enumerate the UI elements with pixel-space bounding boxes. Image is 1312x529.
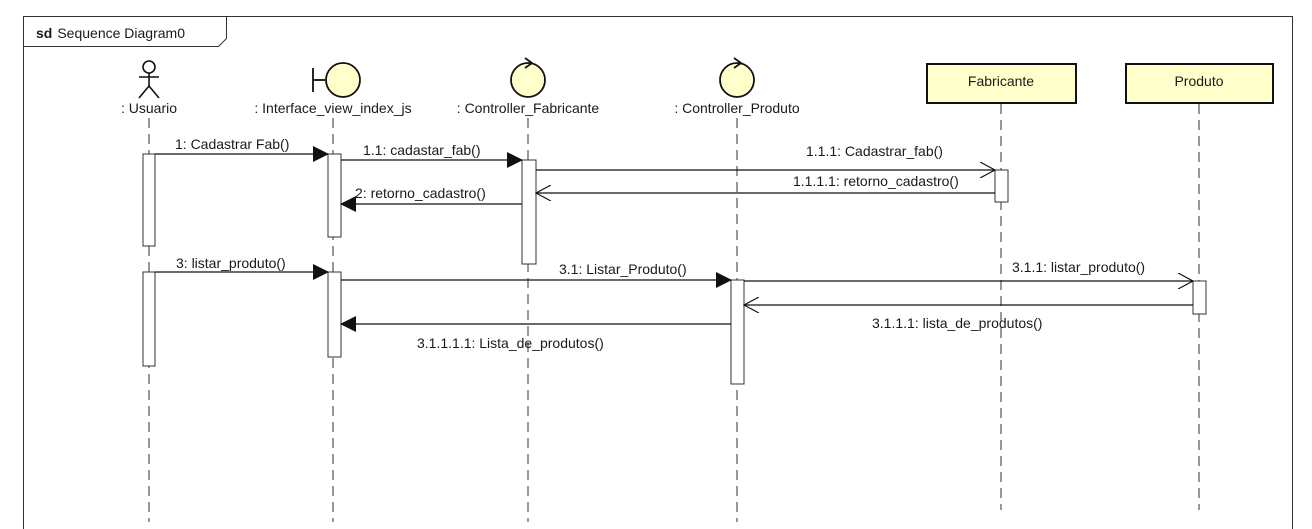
lifeline-label: : Interface_view_index_js (254, 100, 411, 116)
message-label: 1: Cadastrar Fab() (175, 136, 289, 152)
entity-box (1125, 63, 1274, 104)
frame-title: sd Sequence Diagram0 (36, 25, 185, 41)
messages (155, 146, 1193, 332)
activation-bar (1192, 280, 1207, 315)
message-labels: 1: Cadastrar Fab() 1.1: cadastar_fab() 1… (175, 136, 1145, 351)
activation-bar (142, 271, 156, 367)
boundary-icon (312, 62, 361, 98)
entity-box (926, 63, 1077, 104)
lifeline-label: : Usuario (121, 100, 177, 116)
activation-bar (142, 153, 156, 247)
activation-bar (521, 159, 537, 265)
frame-label-pentagon (23, 16, 227, 47)
frame-kind: sd (36, 25, 52, 41)
activation-bar (327, 271, 342, 358)
entity-label: Produto (1174, 73, 1223, 89)
activation-bar (327, 153, 342, 238)
frame: sd Sequence Diagram0 (23, 16, 1293, 529)
lifeline-label: : Controller_Produto (674, 100, 800, 116)
message-label: 3.1.1: listar_produto() (1012, 259, 1145, 275)
message-label: 1.1.1: Cadastrar_fab() (806, 143, 943, 159)
control-icon (510, 57, 546, 98)
lifeline-label: : Controller_Fabricante (457, 100, 600, 116)
lifeline-controller-fabricante: : Controller_Fabricante (457, 57, 600, 522)
control-icon (719, 57, 755, 98)
actor-icon (138, 60, 160, 99)
message-label: 1.1: cadastar_fab() (363, 142, 481, 158)
message-label: 2: retorno_cadastro() (355, 185, 486, 201)
message-label: 3.1: Listar_Produto() (559, 261, 687, 277)
message-label: 1.1.1.1: retorno_cadastro() (793, 173, 959, 189)
lifeline-produto: Produto (1125, 63, 1274, 510)
message-label: 3: listar_produto() (176, 255, 286, 271)
message-label: 3.1.1.1.1: Lista_de_produtos() (417, 335, 604, 351)
entity-label: Fabricante (968, 73, 1034, 89)
activation-bar (994, 169, 1009, 203)
lifeline-fabricante: Fabricante (926, 63, 1077, 510)
lifeline-controller-produto: : Controller_Produto (674, 57, 800, 522)
message-label: 3.1.1.1: lista_de_produtos() (872, 315, 1042, 331)
activation-bars (142, 153, 1207, 385)
frame-name: Sequence Diagram0 (57, 25, 185, 41)
activation-bar (730, 279, 745, 385)
